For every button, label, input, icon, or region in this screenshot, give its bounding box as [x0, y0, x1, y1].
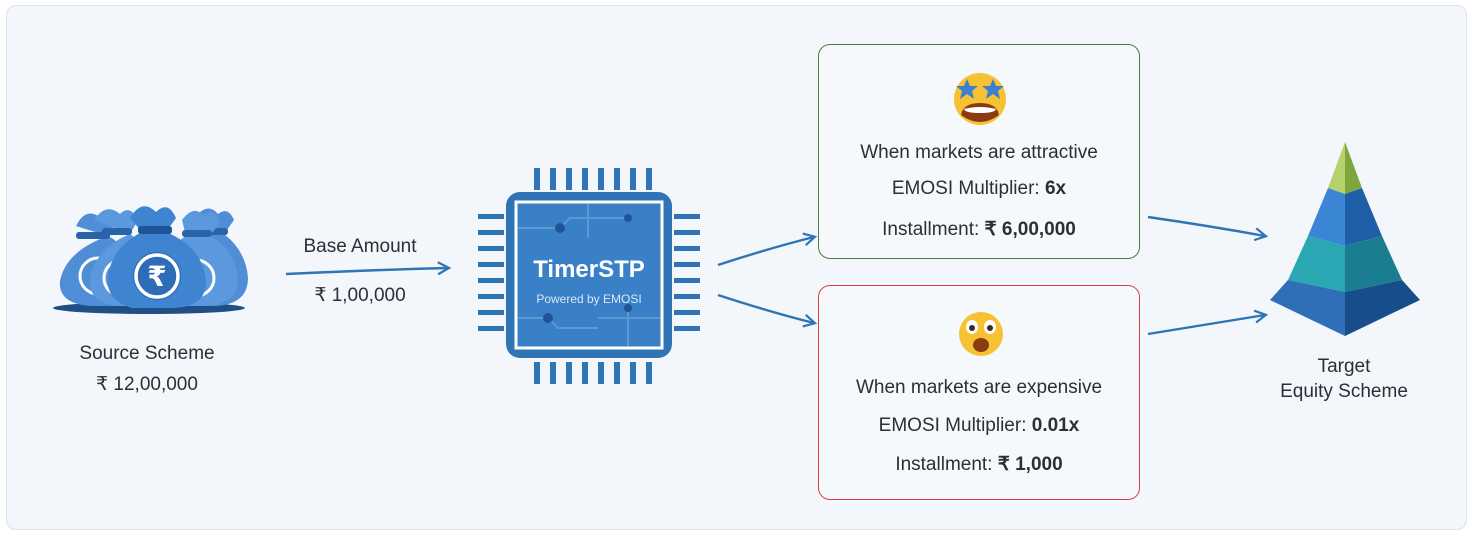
expensive-multiplier-value: 0.01x	[1031, 415, 1080, 436]
attractive-installment-label: Installment:	[882, 219, 985, 240]
expensive-multiplier: EMOSI Multiplier: 0.01x	[819, 415, 1139, 437]
svg-text:₹: ₹	[147, 260, 166, 293]
target-label-line1: Target	[1317, 356, 1371, 377]
attractive-installment-value: ₹ 6,00,000	[984, 219, 1076, 240]
arrow-to-attractive	[717, 237, 814, 267]
diagram-canvas	[6, 5, 1467, 530]
money-bags-icon: ₹ ₹	[53, 206, 248, 314]
base-amount-value: ₹ 1,00,000	[314, 285, 406, 306]
chip-subtitle: Powered by EMOSI	[536, 292, 642, 306]
pyramid-icon	[1270, 142, 1420, 336]
expensive-installment-label: Installment:	[895, 454, 998, 475]
source-scheme-amount: ₹ 12,00,000	[96, 374, 198, 395]
attractive-condition: When markets are attractive	[860, 142, 1098, 163]
target-label-line2: Equity Scheme	[1280, 381, 1408, 402]
processor-chip-icon	[478, 168, 700, 384]
attractive-multiplier-value: 6x	[1044, 178, 1067, 199]
money-bag-front: ₹	[107, 206, 206, 308]
expensive-multiplier-label: EMOSI Multiplier:	[878, 415, 1032, 436]
astonished-emoji-icon	[959, 312, 1003, 356]
attractive-multiplier-label: EMOSI Multiplier:	[891, 178, 1045, 199]
arrow-to-expensive	[717, 293, 814, 323]
attractive-multiplier: EMOSI Multiplier: 6x	[819, 178, 1139, 200]
expensive-installment-value: ₹ 1,000	[997, 454, 1063, 475]
attractive-installment: Installment: ₹ 6,00,000	[819, 218, 1139, 241]
expensive-market-card: When markets are expensive EMOSI Multipl…	[818, 285, 1140, 500]
arrow-base-amount	[285, 268, 448, 274]
arrow-attractive-to-target	[1147, 215, 1265, 236]
star-struck-emoji-icon	[954, 73, 1006, 125]
arrow-expensive-to-target	[1147, 315, 1265, 336]
expensive-condition: When markets are expensive	[855, 377, 1103, 398]
base-amount-label: Base Amount	[303, 236, 417, 257]
source-scheme-label: Source Scheme	[79, 343, 215, 364]
attractive-market-card: When markets are attractive EMOSI Multip…	[818, 44, 1140, 259]
expensive-installment: Installment: ₹ 1,000	[819, 453, 1139, 476]
chip-title: TimerSTP	[533, 256, 645, 283]
